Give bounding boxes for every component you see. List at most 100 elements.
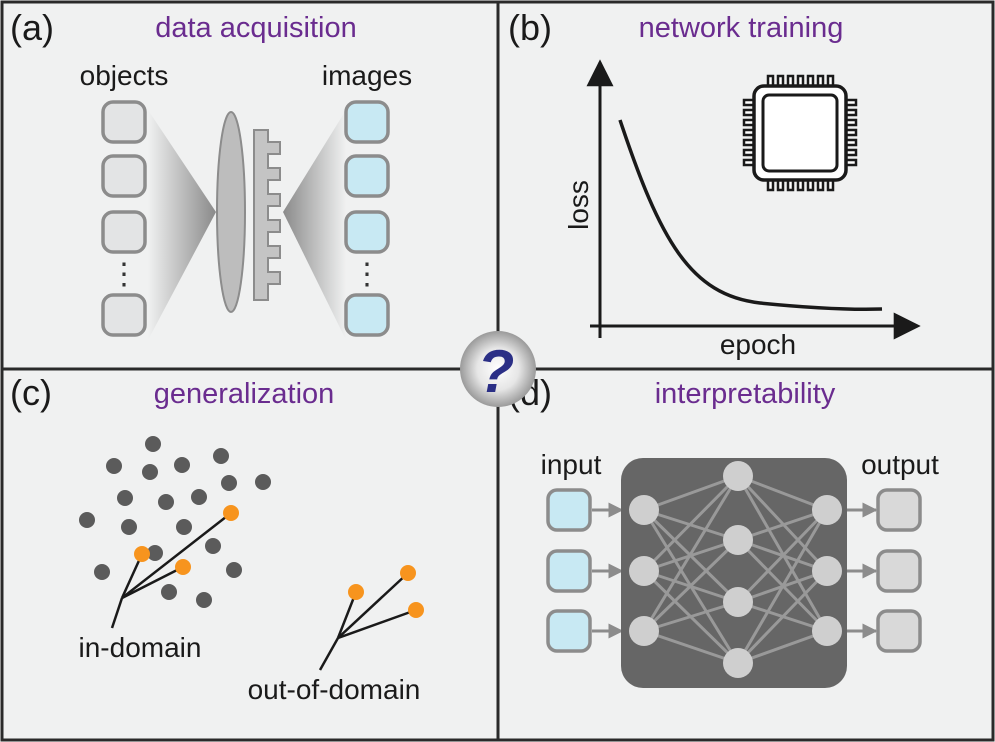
panel-b-network-training: (b) network training loss epoch [508,7,921,360]
network-background [621,458,847,688]
network-node [723,648,753,678]
panel-c-letter: (c) [10,372,52,413]
network-node [629,495,659,525]
data-point [174,457,190,473]
image-box [344,154,390,198]
network-edge [736,508,829,604]
network-node [723,461,753,491]
panel-b-title: network training [639,12,844,44]
io-arrows [592,502,878,639]
panel-d-title: interpretability [655,378,836,410]
object-column: ⋮ [101,100,147,337]
out-of-domain-point [400,565,416,581]
panel-c-title: generalization [154,378,335,410]
in-domain-point [223,505,239,521]
out-of-domain-point [348,584,364,600]
panel-c-generalization: (c) generalization [10,372,424,705]
light-cone-right [283,110,346,340]
network-node [723,587,753,617]
loss-curve [618,119,883,311]
object-box [101,293,147,337]
network-edges [642,474,829,665]
image-column: ⋮ [344,100,390,337]
network-nodes [629,461,842,678]
data-point [221,475,237,491]
data-point [213,448,229,464]
data-point [121,519,137,535]
network-edge [643,474,739,512]
data-point [142,464,158,480]
network-edge [736,475,829,632]
image-box [344,100,390,144]
network-edge [736,509,829,664]
object-box [101,210,147,254]
data-point [106,458,122,474]
panel-a-title: data acquisition [155,12,357,44]
data-point [196,592,212,608]
images-ellipsis: ⋮ [352,258,382,291]
data-point [94,564,110,580]
output-box [876,488,922,532]
objects-ellipsis: ⋮ [109,258,139,291]
panel-a-data-acquisition: (a) data acquisition objects images ⋮ ⋮ [10,7,412,340]
data-point [161,584,177,600]
image-box [344,210,390,254]
input-box [546,609,592,653]
out-of-domain-links [318,572,417,671]
network-node [812,556,842,586]
data-point [79,512,95,528]
data-point [117,490,133,506]
lens-icon [216,111,246,313]
data-point [176,519,192,535]
network-edge [737,629,828,665]
out-of-domain-points [348,565,424,618]
panel-a-letter: (a) [10,7,54,48]
out-of-domain-label: out-of-domain [248,674,421,705]
images-label: images [322,60,412,91]
objects-label: objects [80,60,169,91]
panel-d-interpretability: (d) interpretability input output [508,372,939,688]
network-edge [642,475,740,632]
data-point [145,436,161,452]
in-domain-point [175,559,191,575]
network-edge [736,569,829,665]
input-box [546,549,592,593]
network-edge [642,538,740,633]
network-edge [642,474,740,573]
object-box [101,154,147,198]
question-glow [460,331,536,407]
input-label: input [541,449,602,480]
data-point [147,545,163,561]
network-edge [643,600,739,633]
panel-b-letter: (b) [508,7,552,48]
network-node [629,556,659,586]
network-node [812,616,842,646]
out-of-domain-point [408,602,424,618]
output-label: output [861,449,939,480]
in-domain-points [134,505,239,575]
input-box [546,488,592,532]
scatter-dark-points [79,436,271,608]
y-axis-label: loss [563,180,594,230]
microchip-icon [742,74,858,192]
data-point [255,474,271,490]
output-box [876,549,922,593]
network-node [723,525,753,555]
output-boxes [876,488,922,653]
network-edge [643,629,739,665]
in-domain-point [134,546,150,562]
output-box [876,609,922,653]
network-edge [737,508,828,542]
image-box [344,293,390,337]
network-edge [737,474,828,512]
in-domain-label: in-domain [79,632,202,663]
in-domain-links [110,512,232,629]
data-point [191,489,207,505]
light-cone-left [148,110,216,340]
object-box [101,100,147,144]
network-node [812,495,842,525]
network-node [629,616,659,646]
data-point [158,494,174,510]
x-axis-label: epoch [720,329,796,360]
